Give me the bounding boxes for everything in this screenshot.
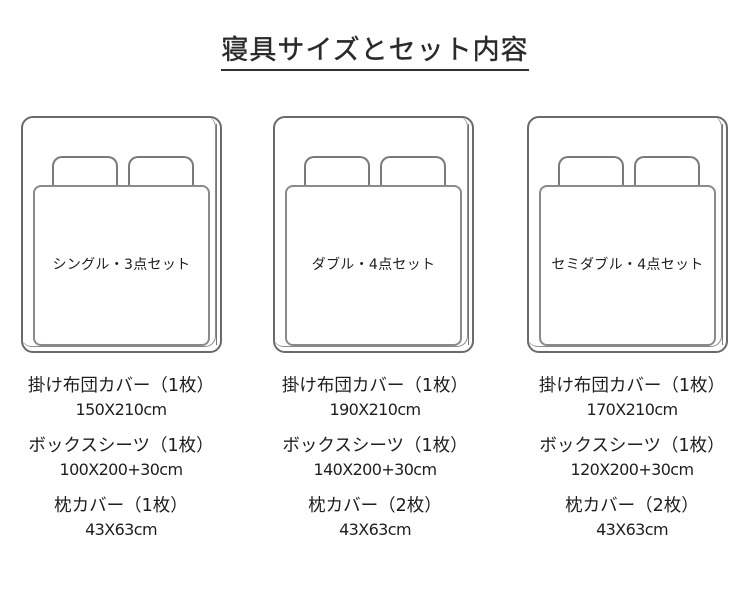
bed-label: ダブル・4点セット xyxy=(311,256,436,273)
pillow-icon xyxy=(558,156,624,188)
bed-illustration: ダブル・4点セット xyxy=(273,116,474,353)
bed-frame-inner xyxy=(21,116,216,347)
bed-label: セミダブル・4点セット xyxy=(551,256,704,273)
spec-name: ボックスシーツ（1枚） xyxy=(282,436,468,456)
comforter: ダブル・4点セット xyxy=(285,185,462,346)
bed-column-single: シングル・3点セット 掛け布団カバー（1枚） 150X210cm ボックスシーツ… xyxy=(21,0,241,595)
spec-pillow-cover: 枕カバー（2枚） 43X63cm xyxy=(265,494,485,542)
spec-box-sheet: ボックスシーツ（1枚） 100X200+30cm xyxy=(11,434,231,482)
spec-size: 43X63cm xyxy=(85,520,157,539)
spec-duvet-cover: 掛け布団カバー（1枚） 170X210cm xyxy=(522,374,742,422)
spec-list: 掛け布団カバー（1枚） 170X210cm ボックスシーツ（1枚） 120X20… xyxy=(522,374,742,542)
spec-box-sheet: ボックスシーツ（1枚） 140X200+30cm xyxy=(265,434,485,482)
spec-name: 掛け布団カバー（1枚） xyxy=(538,376,726,396)
spec-list: 掛け布団カバー（1枚） 150X210cm ボックスシーツ（1枚） 100X20… xyxy=(11,374,231,542)
pillow-icon xyxy=(128,156,194,188)
bed-label: シングル・3点セット xyxy=(52,256,191,273)
spec-name: 枕カバー（2枚） xyxy=(308,496,442,516)
spec-list: 掛け布団カバー（1枚） 190X210cm ボックスシーツ（1枚） 140X20… xyxy=(265,374,485,542)
spec-name: 枕カバー（2枚） xyxy=(565,496,699,516)
page-title-text: 寝具サイズとセット内容 xyxy=(221,28,529,71)
spec-duvet-cover: 掛け布団カバー（1枚） 190X210cm xyxy=(265,374,485,422)
spec-size: 43X63cm xyxy=(339,520,411,539)
spec-size: 43X63cm xyxy=(596,520,668,539)
pillow-icon xyxy=(380,156,446,188)
comforter: セミダブル・4点セット xyxy=(539,185,716,346)
bed-column-semi-double: セミダブル・4点セット 掛け布団カバー（1枚） 170X210cm ボックスシー… xyxy=(527,0,747,595)
bed-illustration: セミダブル・4点セット xyxy=(527,116,728,353)
spec-name: 枕カバー（1枚） xyxy=(54,496,188,516)
pillow-icon xyxy=(304,156,370,188)
bed-frame-edge xyxy=(216,124,217,345)
pillow-icon xyxy=(634,156,700,188)
bed-frame-edge xyxy=(468,124,469,345)
bed-illustration: シングル・3点セット xyxy=(21,116,222,353)
page-title: 寝具サイズとセット内容 xyxy=(0,28,750,71)
bed-frame-inner xyxy=(273,116,468,347)
spec-name: ボックスシーツ（1枚） xyxy=(28,436,214,456)
spec-duvet-cover: 掛け布団カバー（1枚） 150X210cm xyxy=(11,374,231,422)
spec-pillow-cover: 枕カバー（2枚） 43X63cm xyxy=(522,494,742,542)
spec-name: 掛け布団カバー（1枚） xyxy=(27,376,215,396)
spec-size: 150X210cm xyxy=(75,400,167,419)
spec-size: 140X200+30cm xyxy=(313,460,438,479)
spec-size: 190X210cm xyxy=(329,400,421,419)
spec-box-sheet: ボックスシーツ（1枚） 120X200+30cm xyxy=(522,434,742,482)
spec-size: 170X210cm xyxy=(586,400,678,419)
spec-size: 120X200+30cm xyxy=(570,460,695,479)
spec-name: 掛け布団カバー（1枚） xyxy=(281,376,469,396)
comforter: シングル・3点セット xyxy=(33,185,210,346)
spec-name: ボックスシーツ（1枚） xyxy=(539,436,725,456)
bed-frame-edge xyxy=(722,124,723,345)
bed-column-double: ダブル・4点セット 掛け布団カバー（1枚） 190X210cm ボックスシーツ（… xyxy=(273,0,493,595)
pillow-icon xyxy=(52,156,118,188)
spec-pillow-cover: 枕カバー（1枚） 43X63cm xyxy=(11,494,231,542)
bed-frame-inner xyxy=(527,116,722,347)
spec-size: 100X200+30cm xyxy=(59,460,184,479)
